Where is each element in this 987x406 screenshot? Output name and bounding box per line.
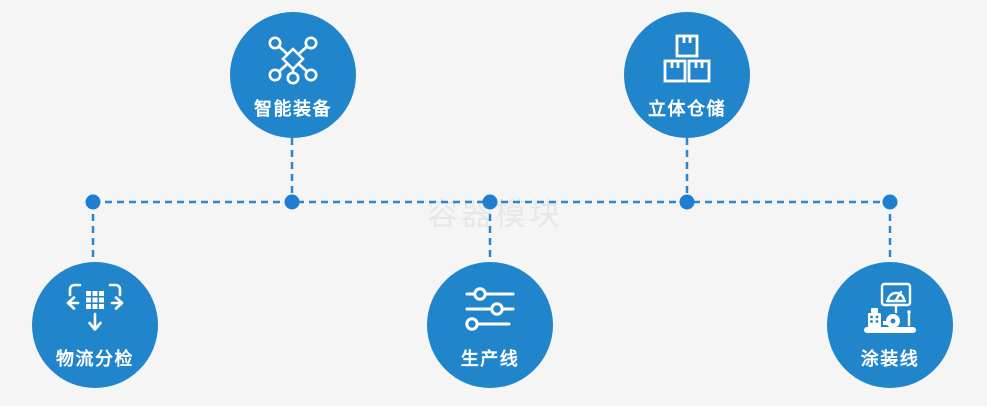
coating-machine-icon [858, 280, 922, 338]
node-label: 涂装线 [860, 349, 920, 369]
node-coating-line[interactable]: 涂装线 [827, 262, 953, 388]
node-stereo-warehouse[interactable]: 立体仓储 [624, 12, 750, 138]
node-label: 立体仓储 [648, 99, 726, 119]
node-smart-equipment[interactable]: 智能装备 [230, 12, 356, 138]
node-label: 物流分检 [56, 349, 134, 369]
sorting-distribution-icon [65, 280, 125, 338]
node-production-line[interactable]: 生产线 [427, 262, 553, 388]
node-label: 智能装备 [254, 99, 332, 119]
junction-dot [679, 194, 695, 210]
junction-dot [284, 194, 300, 210]
node-label: 生产线 [460, 349, 520, 369]
stacked-boxes-icon [659, 30, 715, 88]
junction-dot [882, 194, 898, 210]
node-logistics-sorting[interactable]: 物流分检 [32, 262, 158, 388]
sliders-icon [463, 280, 517, 338]
junction-dot [482, 194, 498, 210]
junction-dot [85, 194, 101, 210]
network-nodes-icon [265, 30, 321, 88]
